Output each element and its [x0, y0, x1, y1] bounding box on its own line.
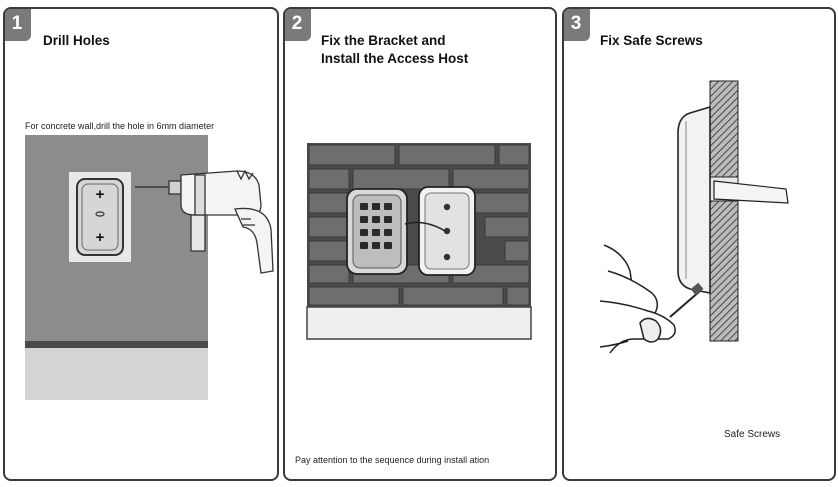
- step-title-line-2: Install the Access Host: [321, 51, 469, 66]
- drill-wall-illustration: + +: [25, 135, 274, 400]
- svg-text:+: +: [96, 186, 105, 203]
- step-title: Drill Holes: [43, 33, 110, 48]
- hand-icon: [599, 244, 676, 354]
- brick-wall-install-illustration: [306, 143, 532, 340]
- wall-section-icon: [709, 80, 739, 342]
- step-caption: Pay attention to the sequence during ins…: [295, 455, 490, 465]
- step-number-badge: 2: [285, 9, 311, 41]
- step-panel-fix-bracket: 2 Fix the Bracket and Install the Access…: [283, 7, 557, 481]
- step-caption: For concrete wall,drill the hole in 6mm …: [25, 121, 215, 131]
- step-title-line-1: Fix the Bracket and: [321, 33, 446, 48]
- step-title: Fix Safe Screws: [600, 33, 703, 48]
- step-panel-drill-holes: 1 Drill Holes For concrete wall,drill th…: [3, 7, 279, 481]
- keypad-access-host-icon: [346, 188, 408, 275]
- safe-screws-label: Safe Screws: [724, 429, 781, 440]
- device-side-profile-icon: [677, 105, 711, 294]
- step-number-badge: 3: [564, 9, 590, 41]
- screwdriver-icon: [669, 282, 704, 318]
- safe-screw-side-view-illustration: [599, 80, 789, 354]
- step-panel-fix-safe-screws: 3 Fix Safe Screws Safe Screws: [562, 7, 836, 481]
- bracket-plate-icon: + +: [69, 172, 131, 262]
- svg-text:+: +: [96, 229, 105, 246]
- step-number-badge: 1: [5, 9, 31, 41]
- drill-icon: [135, 169, 274, 274]
- mounting-bracket-icon: [404, 186, 476, 276]
